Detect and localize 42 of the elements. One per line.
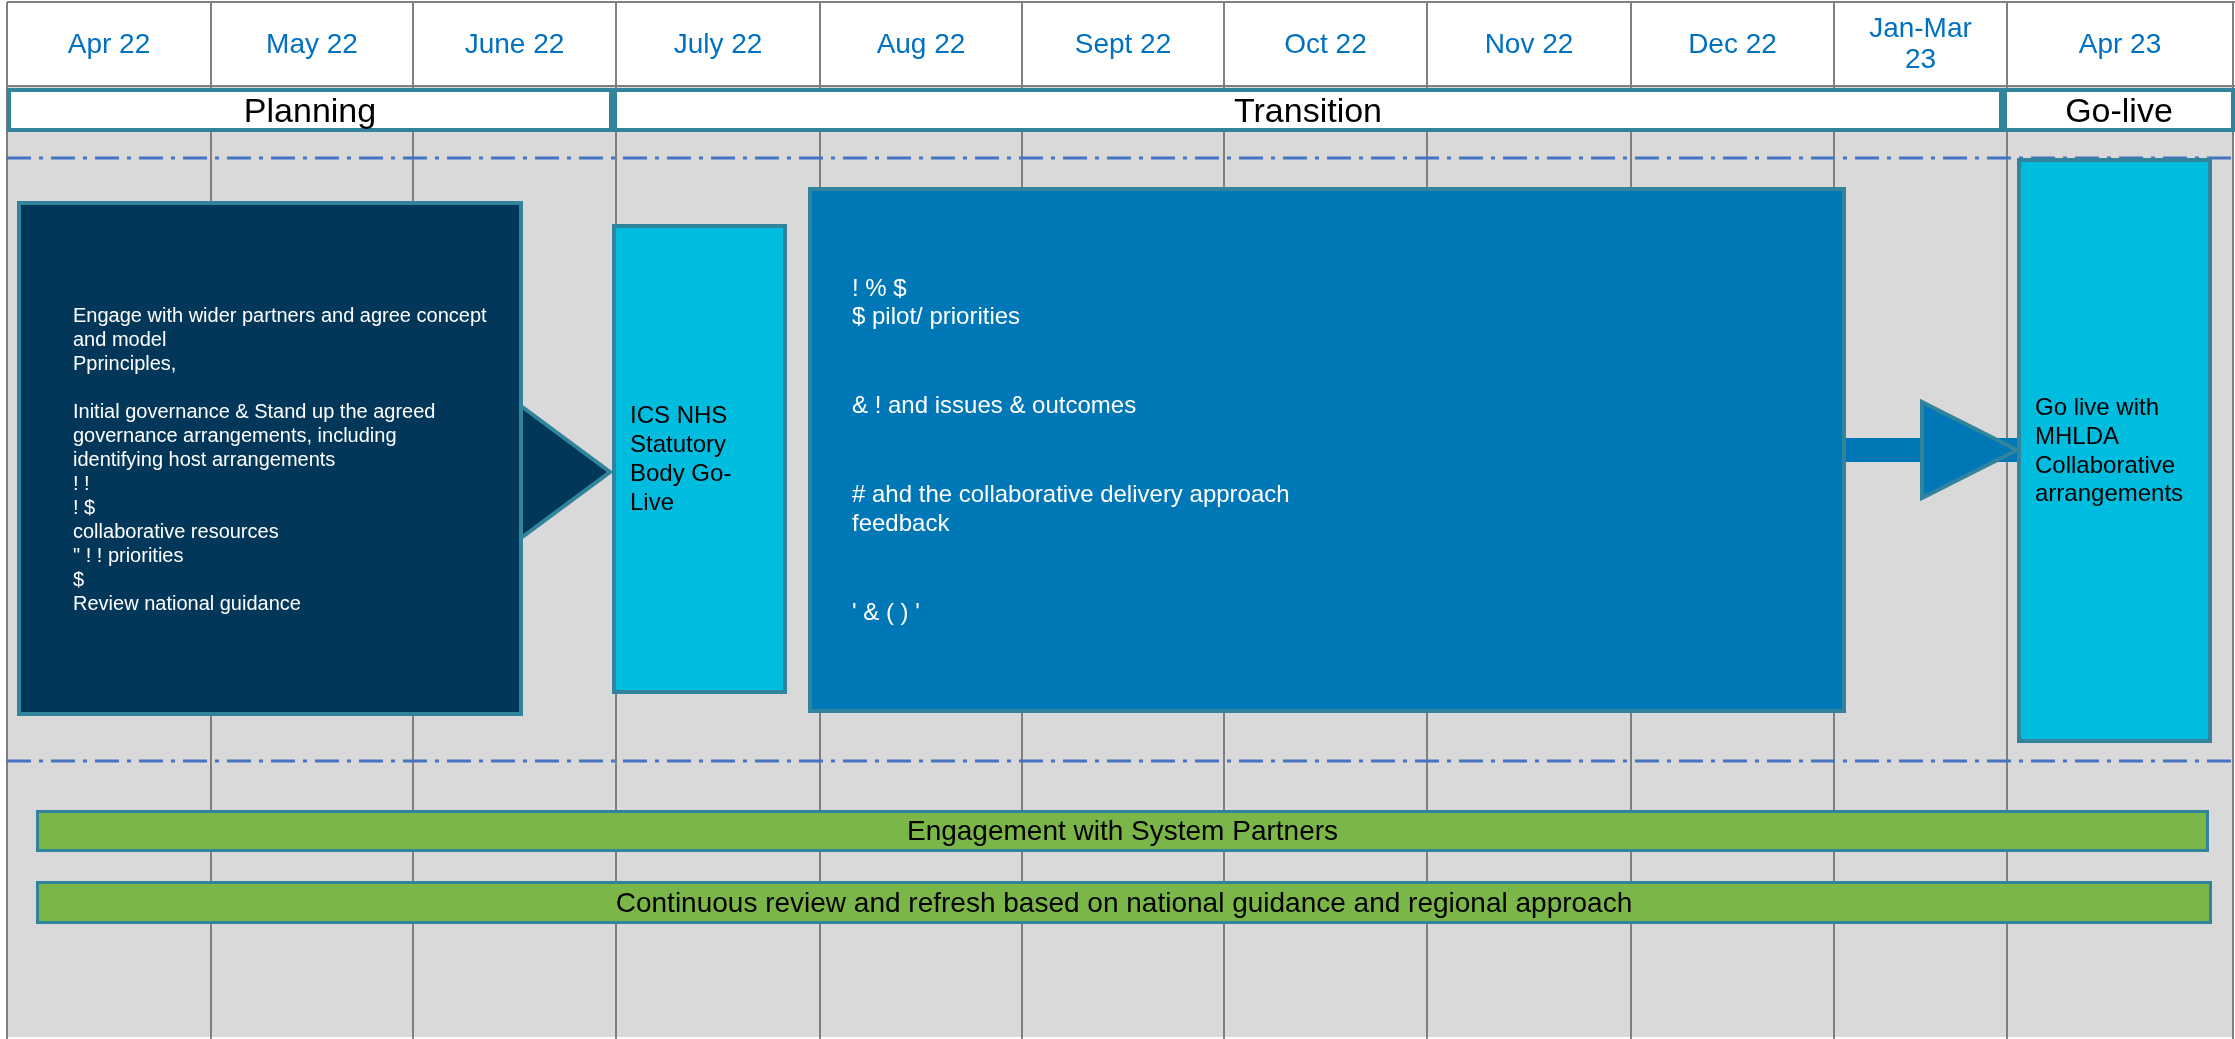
task-text: & ! and issues & outcomes (852, 391, 1138, 420)
task-text: collaborative resources (73, 518, 280, 543)
task-text: ' & ( ) ' (852, 597, 921, 627)
phase-band (2003, 88, 2235, 132)
task-text: ! % $ (852, 273, 908, 303)
month-label: Jan-Mar 23 (1868, 13, 1973, 75)
task-text: Initial governance & Stand up the agreed governance arrangements, including identifying host arrangements (73, 398, 437, 471)
phase-label: Transition (1233, 89, 1383, 131)
month-label: June 22 (464, 28, 565, 60)
activity-bar (36, 881, 2212, 924)
task-text: ! $ (73, 494, 97, 519)
task-text: Review national guidance (73, 590, 302, 615)
task-text: # ahd the collaborative delivery approach (852, 480, 1291, 509)
milestone-box (2017, 158, 2212, 743)
activity-label: Engagement with System Partners (905, 814, 1340, 848)
task-text: Pprinciples, (73, 350, 178, 375)
month-label: Dec 22 (1688, 28, 1777, 60)
phase-label: Planning (242, 89, 378, 131)
month-label: Oct 22 (1284, 28, 1367, 60)
task-text: $ (73, 566, 86, 591)
task-box (808, 187, 1846, 713)
milestone-text: ICS NHS Statutory Body Go-Live (630, 401, 733, 517)
month-label: Aug 22 (876, 28, 966, 60)
task-text: $ pilot/ priorities (852, 302, 1022, 332)
month-label: May 22 (266, 28, 358, 60)
task-text: " ! ! priorities (73, 542, 185, 567)
task-text: ! ! (73, 470, 91, 495)
phase-band (7, 88, 613, 132)
phase-label: Go-live (2064, 89, 2174, 131)
block-arrow (1846, 400, 2019, 500)
month-label: Apr 22 (67, 28, 151, 60)
month-label: Sept 22 (1074, 28, 1172, 60)
activity-bar (36, 810, 2209, 852)
month-label: Nov 22 (1484, 28, 1574, 60)
month-label: July 22 (673, 28, 763, 60)
month-label: Apr 23 (2078, 28, 2162, 60)
task-box (17, 201, 523, 716)
milestone-text: Go live with MHLDA Collaborative arrangements (2035, 392, 2185, 509)
activity-label: Continuous review and refresh based on national guidance and regional approach (614, 885, 1634, 920)
milestone-box (612, 224, 787, 694)
task-text: Engage with wider partners and agree concept and model (73, 302, 488, 351)
task-text: feedback (852, 508, 951, 538)
